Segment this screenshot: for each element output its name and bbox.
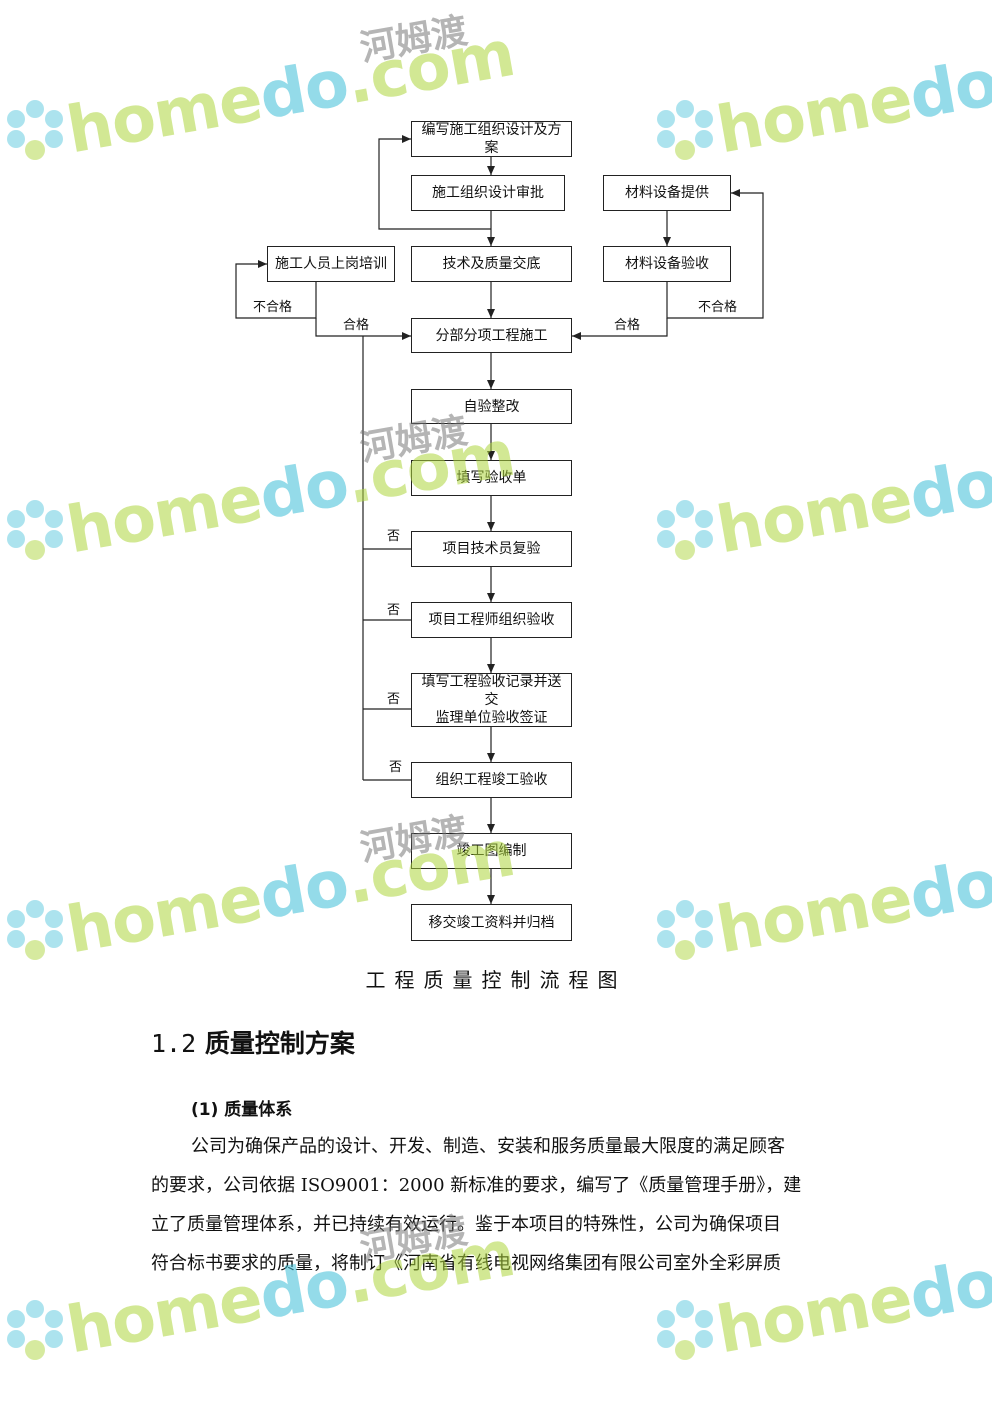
flow-box-handover: 移交竣工资料并归档 — [411, 904, 572, 941]
flower-logo-icon — [7, 1300, 63, 1360]
label-no-3: 否 — [387, 692, 401, 707]
paragraph-line: 公司为确保产品的设计、开发、制造、安装和服务质量最大限度的满足顾客 — [191, 1136, 785, 1157]
flow-box-plan-approval: 施工组织设计审批 — [411, 175, 565, 211]
flower-logo-icon — [657, 1300, 713, 1360]
section-number: 1.2 — [151, 1029, 197, 1058]
paragraph-line: 立了质量管理体系，并已持续有效运行。鉴于本项目的特殊性，公司为确保项目 — [151, 1214, 781, 1235]
flow-box-tech-briefing: 技术及质量交底 — [411, 246, 572, 282]
flow-box-completion-inspection: 组织工程竣工验收 — [411, 762, 572, 798]
flowchart-connectors — [235, 135, 764, 904]
label-no-1: 否 — [387, 529, 401, 544]
label-fail-right: 不合格 — [698, 300, 738, 315]
watermark-brand: homedo.com — [711, 1217, 992, 1369]
label-pass-right: 合格 — [614, 318, 641, 333]
flowchart-caption: 工程质量控制流程图 — [365, 968, 627, 992]
flow-box-fill-form: 填写验收单 — [411, 460, 572, 496]
section-heading: 1.2 质量控制方案 — [151, 1024, 355, 1060]
flow-box-self-inspection: 自验整改 — [411, 389, 572, 424]
flow-box-material-supply: 材料设备提供 — [603, 175, 731, 211]
flow-box-engineer-inspection: 项目工程师组织验收 — [411, 602, 572, 638]
section-title: 质量控制方案 — [204, 1029, 355, 1058]
flow-box-staff-training: 施工人员上岗培训 — [267, 246, 395, 282]
flow-box-sub-construction: 分部分项工程施工 — [411, 318, 572, 353]
paragraph-line: 符合标书要求的质量，将制订《河南省有线电视网络集团有限公司室外全彩屏质 — [151, 1253, 781, 1274]
watermark-brand: homedo.com — [61, 1217, 520, 1369]
flow-box-record-submit-line1: 填写工程验收记录并送交 — [421, 674, 562, 708]
label-fail-left: 不合格 — [253, 300, 293, 315]
label-no-2: 否 — [387, 603, 401, 618]
flow-box-tech-recheck: 项目技术员复验 — [411, 531, 572, 567]
paragraph-line: 的要求，公司依据 ISO9001：2000 新标准的要求，编写了《质量管理手册》… — [151, 1175, 802, 1196]
flow-box-compile-plan: 编写施工组织设计及方案 — [411, 121, 572, 157]
flow-box-record-submit-line2: 监理单位验收签证 — [435, 710, 548, 726]
flow-box-record-submit: 填写工程验收记录并送交 监理单位验收签证 — [411, 673, 572, 727]
flow-box-as-built: 竣工图编制 — [411, 833, 572, 869]
subsection-heading: (1) 质量体系 — [191, 1100, 293, 1120]
label-no-4: 否 — [389, 760, 403, 775]
flow-box-material-inspection: 材料设备验收 — [603, 246, 731, 282]
label-pass-left: 合格 — [343, 318, 370, 333]
